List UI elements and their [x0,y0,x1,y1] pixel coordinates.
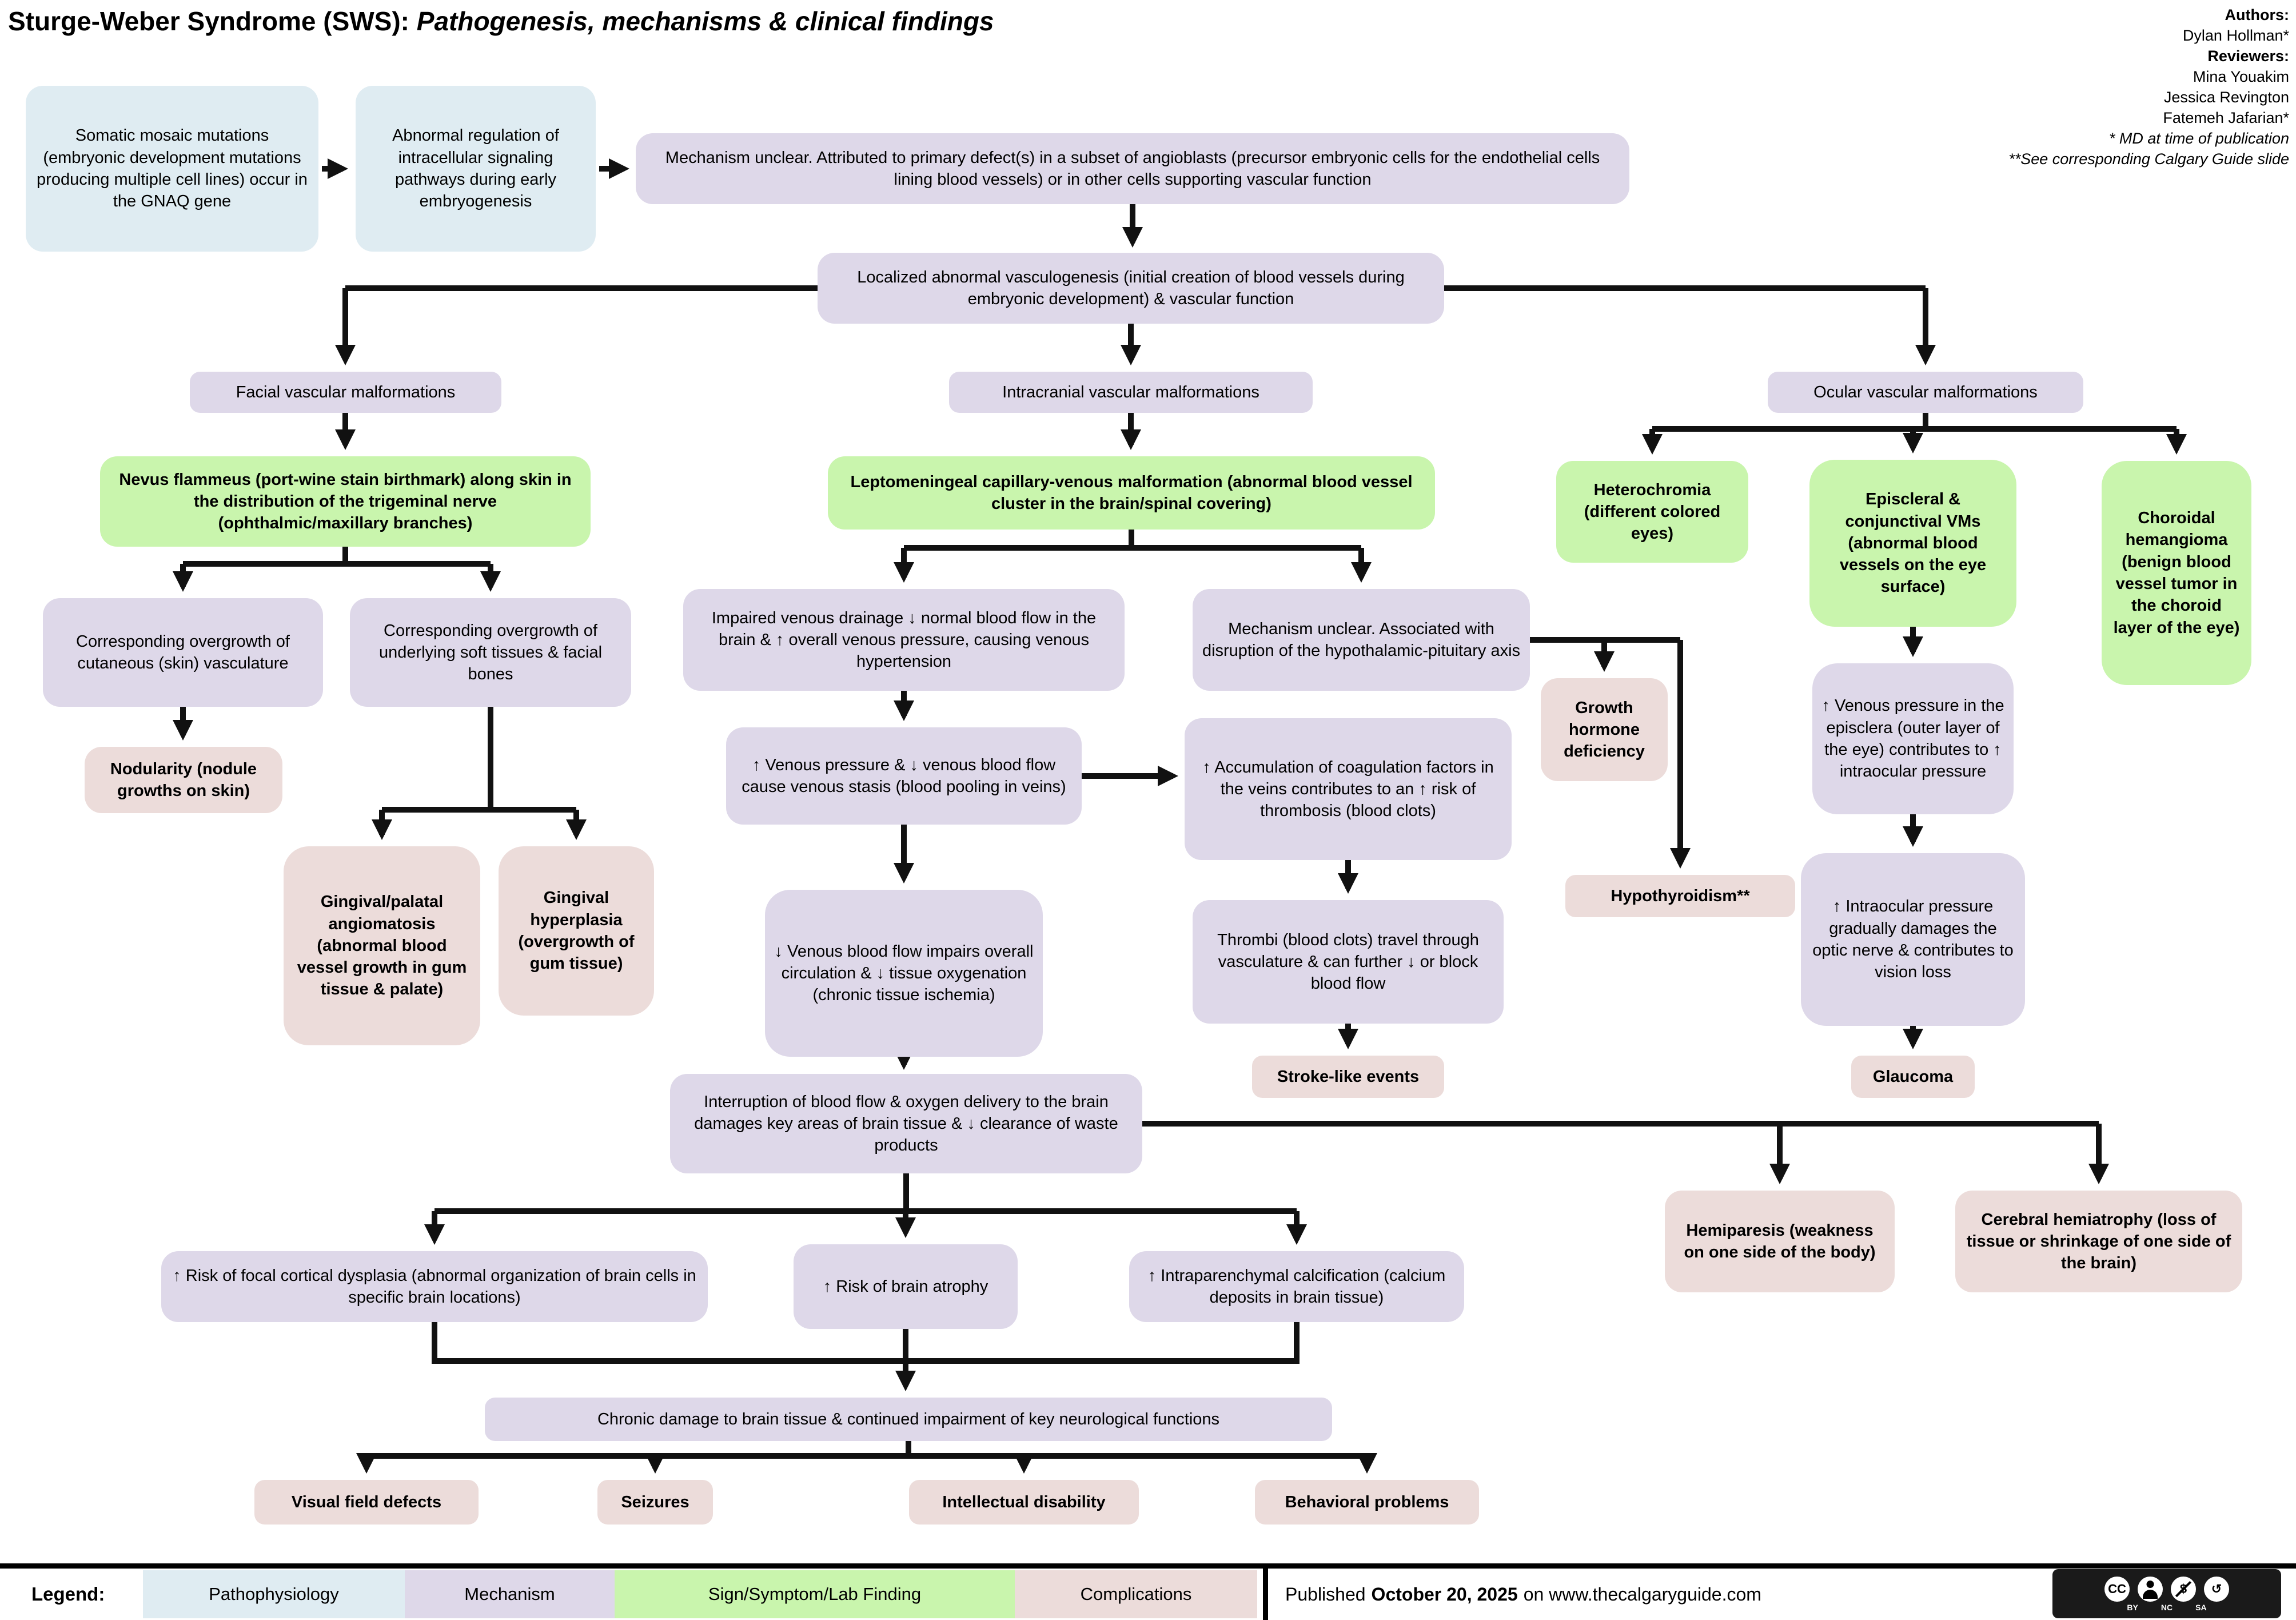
page-title: Sturge-Weber Syndrome (SWS): Pathogenesi… [8,6,994,37]
node-seizures: Seizures [597,1480,713,1525]
node-episcleral-venous-pressure: ↑ Venous pressure in the episclera (oute… [1812,663,2014,814]
node-hypothalamic-disruption: Mechanism unclear. Associated with disru… [1193,589,1530,691]
cc-logo-icon: CC [2104,1576,2130,1602]
node-intraparenchymal-calcification: ↑ Intraparenchymal calcification (calciu… [1129,1251,1464,1322]
node-gingival-hyperplasia: Gingival hyperplasia (overgrowth of gum … [499,846,654,1016]
published-prefix: Published [1285,1583,1366,1605]
node-growth-hormone-deficiency: Growth hormone deficiency [1541,678,1668,781]
legend-complications: Complications [1015,1570,1257,1618]
legend-divider [1263,1563,1268,1620]
node-nevus-flammeus: Nevus flammeus (port-wine stain birthmar… [100,456,591,547]
cc-sa-label: SA [2195,1602,2207,1612]
legend-pathophysiology: Pathophysiology [143,1570,405,1618]
node-mechanism-angioblasts: Mechanism unclear. Attributed to primary… [636,133,1629,204]
node-nodularity: Nodularity (nodule growths on skin) [85,747,282,813]
author-name: Dylan Hollman* [2182,27,2289,44]
credits-block: Authors: Dylan Hollman* Reviewers: Mina … [2008,5,2289,169]
node-thrombi: Thrombi (blood clots) travel through vas… [1193,900,1504,1024]
node-cerebral-hemiatrophy: Cerebral hemiatrophy (loss of tissue or … [1955,1191,2242,1292]
reviewer-name: Mina Youakim [2193,68,2289,85]
legend-mechanism: Mechanism [405,1570,615,1618]
node-intraocular-pressure: ↑ Intraocular pressure gradually damages… [1801,853,2025,1026]
node-soft-tissue-overgrowth: Corresponding overgrowth of underlying s… [350,598,631,707]
legend-label: Legend: [31,1583,105,1605]
node-choroidal-hemangioma: Choroidal hemangioma (benign blood vesse… [2102,461,2251,685]
reviewer-name: Fatemeh Jafarian* [2163,109,2289,126]
node-facial-malformations: Facial vascular malformations [190,372,501,413]
legend-sign-symptom: Sign/Symptom/Lab Finding [615,1570,1015,1618]
node-hypothyroidism: Hypothyroidism** [1565,875,1795,917]
title-main: Sturge-Weber Syndrome (SWS): [8,6,409,36]
legend-top-rule [0,1563,2296,1569]
published-site: on www.thecalgaryguide.com [1523,1583,1761,1605]
authors-heading: Authors: [2225,6,2289,23]
node-cutaneous-overgrowth: Corresponding overgrowth of cutaneous (s… [43,598,323,707]
attribution-person-icon [2138,1576,2163,1602]
node-intellectual-disability: Intellectual disability [909,1480,1139,1525]
node-impaired-venous-drainage: Impaired venous drainage ↓ normal blood … [683,589,1125,691]
node-behavioral-problems: Behavioral problems [1255,1480,1479,1525]
node-low-venous-flow: ↓ Venous blood flow impairs overall circ… [765,890,1043,1057]
node-somatic-mutations: Somatic mosaic mutations (embryonic deve… [26,86,318,252]
node-chronic-brain-damage: Chronic damage to brain tissue & continu… [485,1398,1332,1441]
node-focal-cortical-dysplasia: ↑ Risk of focal cortical dysplasia (abno… [161,1251,708,1322]
node-leptomeningeal-malformation: Leptomeningeal capillary-venous malforma… [828,456,1435,530]
cc-nc-label: NC [2161,1602,2173,1612]
cc-by-label: BY [2127,1602,2138,1612]
node-gingival-angiomatosis: Gingival/palatal angiomatosis (abnormal … [284,846,480,1045]
node-glaucoma: Glaucoma [1851,1056,1975,1098]
reviewer-name: Jessica Revington [2163,89,2289,106]
node-interruption-blood-flow: Interruption of blood flow & oxygen deli… [670,1074,1142,1173]
cc-license-badge: CC $ ↺ BY NC SA [2052,1569,2281,1618]
node-intracranial-malformations: Intracranial vascular malformations [949,372,1313,413]
node-localized-vasculogenesis: Localized abnormal vasculogenesis (initi… [818,253,1444,324]
node-heterochromia: Heterochromia (different colored eyes) [1556,461,1748,563]
node-brain-atrophy: ↑ Risk of brain atrophy [794,1244,1018,1329]
reviewers-heading: Reviewers: [2207,47,2289,65]
node-abnormal-regulation: Abnormal regulation of intracellular sig… [356,86,596,252]
publication-info: Published October 20, 2025 on www.thecal… [1285,1570,1761,1618]
share-alike-icon: ↺ [2204,1576,2229,1602]
node-episcleral-conjunctival-vms: Episcleral & conjunctival VMs (abnormal … [1809,460,2016,627]
non-commercial-icon: $ [2171,1576,2196,1602]
credit-note: * MD at time of publication [2108,130,2289,147]
node-hemiparesis: Hemiparesis (weakness on one side of the… [1665,1191,1895,1292]
node-ocular-malformations: Ocular vascular malformations [1768,372,2083,413]
published-date: October 20, 2025 [1371,1583,1518,1605]
node-stroke-like-events: Stroke-like events [1252,1056,1444,1098]
credit-note: **See corresponding Calgary Guide slide [2008,150,2289,168]
node-venous-stasis: ↑ Venous pressure & ↓ venous blood flow … [726,727,1082,825]
node-coagulation-factors: ↑ Accumulation of coagulation factors in… [1185,718,1512,860]
title-subtitle: Pathogenesis, mechanisms & clinical find… [416,6,994,36]
node-visual-field-defects: Visual field defects [254,1480,479,1525]
